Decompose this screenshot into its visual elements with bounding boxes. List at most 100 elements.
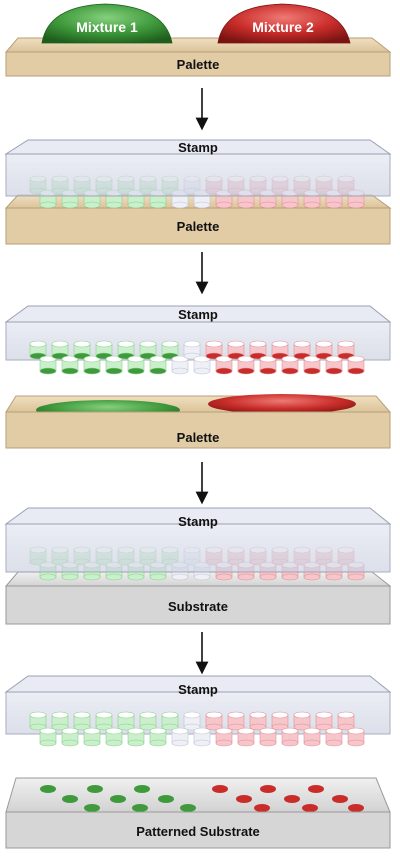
stamp-post: [83, 727, 101, 747]
stamp-post: [139, 711, 157, 731]
stamp-post: [227, 711, 245, 731]
step-4: Substrate Stamp: [4, 507, 392, 625]
red-dot: [332, 795, 348, 803]
stamp-post: [347, 355, 365, 375]
patterned-substrate-label: Patterned Substrate: [136, 824, 260, 839]
substrate-front: [5, 585, 391, 625]
red-dot: [348, 804, 364, 812]
stamp-post: [249, 711, 267, 731]
stamp-post: [237, 355, 255, 375]
stamp-post: [61, 727, 79, 747]
green-dot: [62, 795, 78, 803]
red-dot: [254, 804, 270, 812]
stamp-posts: [29, 711, 365, 747]
stamp-post: [193, 355, 211, 375]
red-dot: [236, 795, 252, 803]
stamp-post: [51, 711, 69, 731]
stamp-post: [315, 711, 333, 731]
printed-dots: [40, 785, 364, 812]
stamp-post: [127, 727, 145, 747]
stamp-post: [95, 711, 113, 731]
palette-front: [5, 411, 391, 449]
red-dot: [212, 785, 228, 793]
stamp-label: Stamp: [178, 682, 218, 697]
mixture-1-blob: [41, 3, 173, 44]
stamp-body: [5, 153, 391, 197]
mixture-2-blob: [217, 3, 351, 44]
stamp-post: [105, 727, 123, 747]
stamp-post: [193, 727, 211, 747]
stamp-post: [149, 355, 167, 375]
stamp-post: [281, 727, 299, 747]
stamp-post: [83, 355, 101, 375]
stamp-post: [73, 340, 91, 360]
stamp-post: [325, 355, 343, 375]
stamp-post: [303, 727, 321, 747]
stamp-label: Stamp: [178, 514, 218, 529]
step-2: Palette Stamp: [4, 139, 392, 245]
stamp-post: [303, 355, 321, 375]
stamp-post: [293, 340, 311, 360]
step-5: Stamp Patterned Substrate: [4, 675, 392, 849]
mixture-2-film: [208, 394, 356, 414]
stamp-post: [259, 727, 277, 747]
palette-front: [5, 207, 391, 245]
red-dot: [284, 795, 300, 803]
stamp-post: [29, 711, 47, 731]
green-dot: [134, 785, 150, 793]
stamp-post: [105, 355, 123, 375]
stamp-label: Stamp: [178, 140, 218, 155]
green-dot: [158, 795, 174, 803]
palette-front: [5, 51, 391, 77]
step-3: Stamp Palette: [4, 305, 392, 449]
red-dot: [302, 804, 318, 812]
stamp-post: [347, 727, 365, 747]
green-dot: [87, 785, 103, 793]
green-dot: [40, 785, 56, 793]
stamp-post: [205, 711, 223, 731]
stamp-post: [215, 727, 233, 747]
red-dot: [260, 785, 276, 793]
palette-label: Palette: [177, 57, 220, 72]
stamp-post: [171, 727, 189, 747]
stamp-post: [61, 355, 79, 375]
substrate-label: Substrate: [168, 599, 228, 614]
stamp-post: [73, 711, 91, 731]
stamp-post: [95, 340, 113, 360]
stamp-label: Stamp: [178, 307, 218, 322]
stamp-post: [281, 355, 299, 375]
stamp-posts: [29, 340, 365, 375]
stamp-post: [337, 711, 355, 731]
mixture-2-label: Mixture 2: [252, 19, 314, 35]
stamp-post: [271, 340, 289, 360]
stamp-post: [293, 711, 311, 731]
stamp-body: [5, 523, 391, 573]
stamp-post: [271, 711, 289, 731]
stamp-post: [259, 355, 277, 375]
stamp-post: [39, 727, 57, 747]
stamp-post: [237, 727, 255, 747]
stamp-post: [161, 711, 179, 731]
stamp-post: [161, 340, 179, 360]
palette-label: Palette: [177, 430, 220, 445]
red-dot: [308, 785, 324, 793]
stamp-post: [215, 355, 233, 375]
stamp-post: [29, 340, 47, 360]
stamp-post: [127, 355, 145, 375]
green-dot: [110, 795, 126, 803]
palette-label: Palette: [177, 219, 220, 234]
stamp-post: [325, 727, 343, 747]
stamp-post: [117, 711, 135, 731]
stamp-post: [149, 727, 167, 747]
green-dot: [180, 804, 196, 812]
green-dot: [84, 804, 100, 812]
stamp-post: [171, 355, 189, 375]
stamp-post: [249, 340, 267, 360]
substrate-front: [5, 811, 391, 849]
stamp-post: [183, 711, 201, 731]
step-1-palette: Mixture 1 Mixture 2 Palette: [4, 3, 392, 77]
mixture-1-label: Mixture 1: [76, 19, 138, 35]
stamp-post: [39, 355, 57, 375]
green-dot: [132, 804, 148, 812]
